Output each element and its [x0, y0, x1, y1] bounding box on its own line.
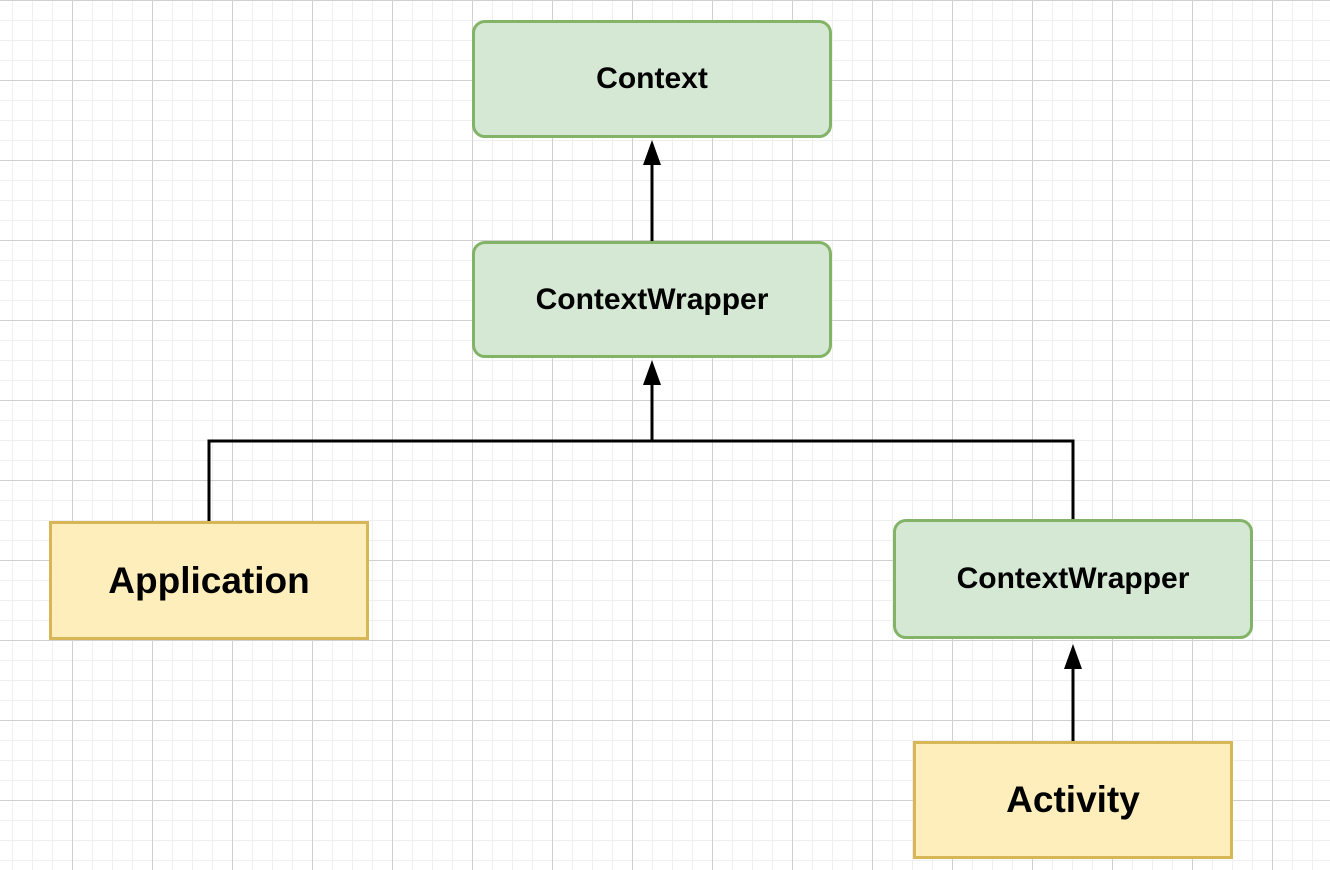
node-contextwrapper[interactable]: ContextWrapper [472, 241, 832, 358]
edge-activity-to-contextwrapper2[interactable] [1064, 644, 1082, 741]
node-contextwrapper-label: ContextWrapper [535, 282, 769, 316]
node-application[interactable]: Application [49, 521, 369, 640]
edge-contextwrapper-to-context[interactable] [643, 140, 661, 241]
arrowhead-up-icon [1064, 644, 1082, 669]
node-application-label: Application [108, 559, 310, 601]
node-context[interactable]: Context [472, 20, 832, 138]
node-activity[interactable]: Activity [913, 741, 1233, 859]
arrowhead-up-icon [643, 360, 661, 385]
node-context-label: Context [596, 62, 708, 95]
edge-children-to-contextwrapper[interactable] [207, 360, 1075, 521]
node-contextwrapper-2[interactable]: ContextWrapper [893, 519, 1253, 639]
node-activity-label: Activity [1006, 779, 1140, 820]
arrowhead-up-icon [643, 140, 661, 165]
node-contextwrapper-2-label: ContextWrapper [956, 562, 1190, 595]
